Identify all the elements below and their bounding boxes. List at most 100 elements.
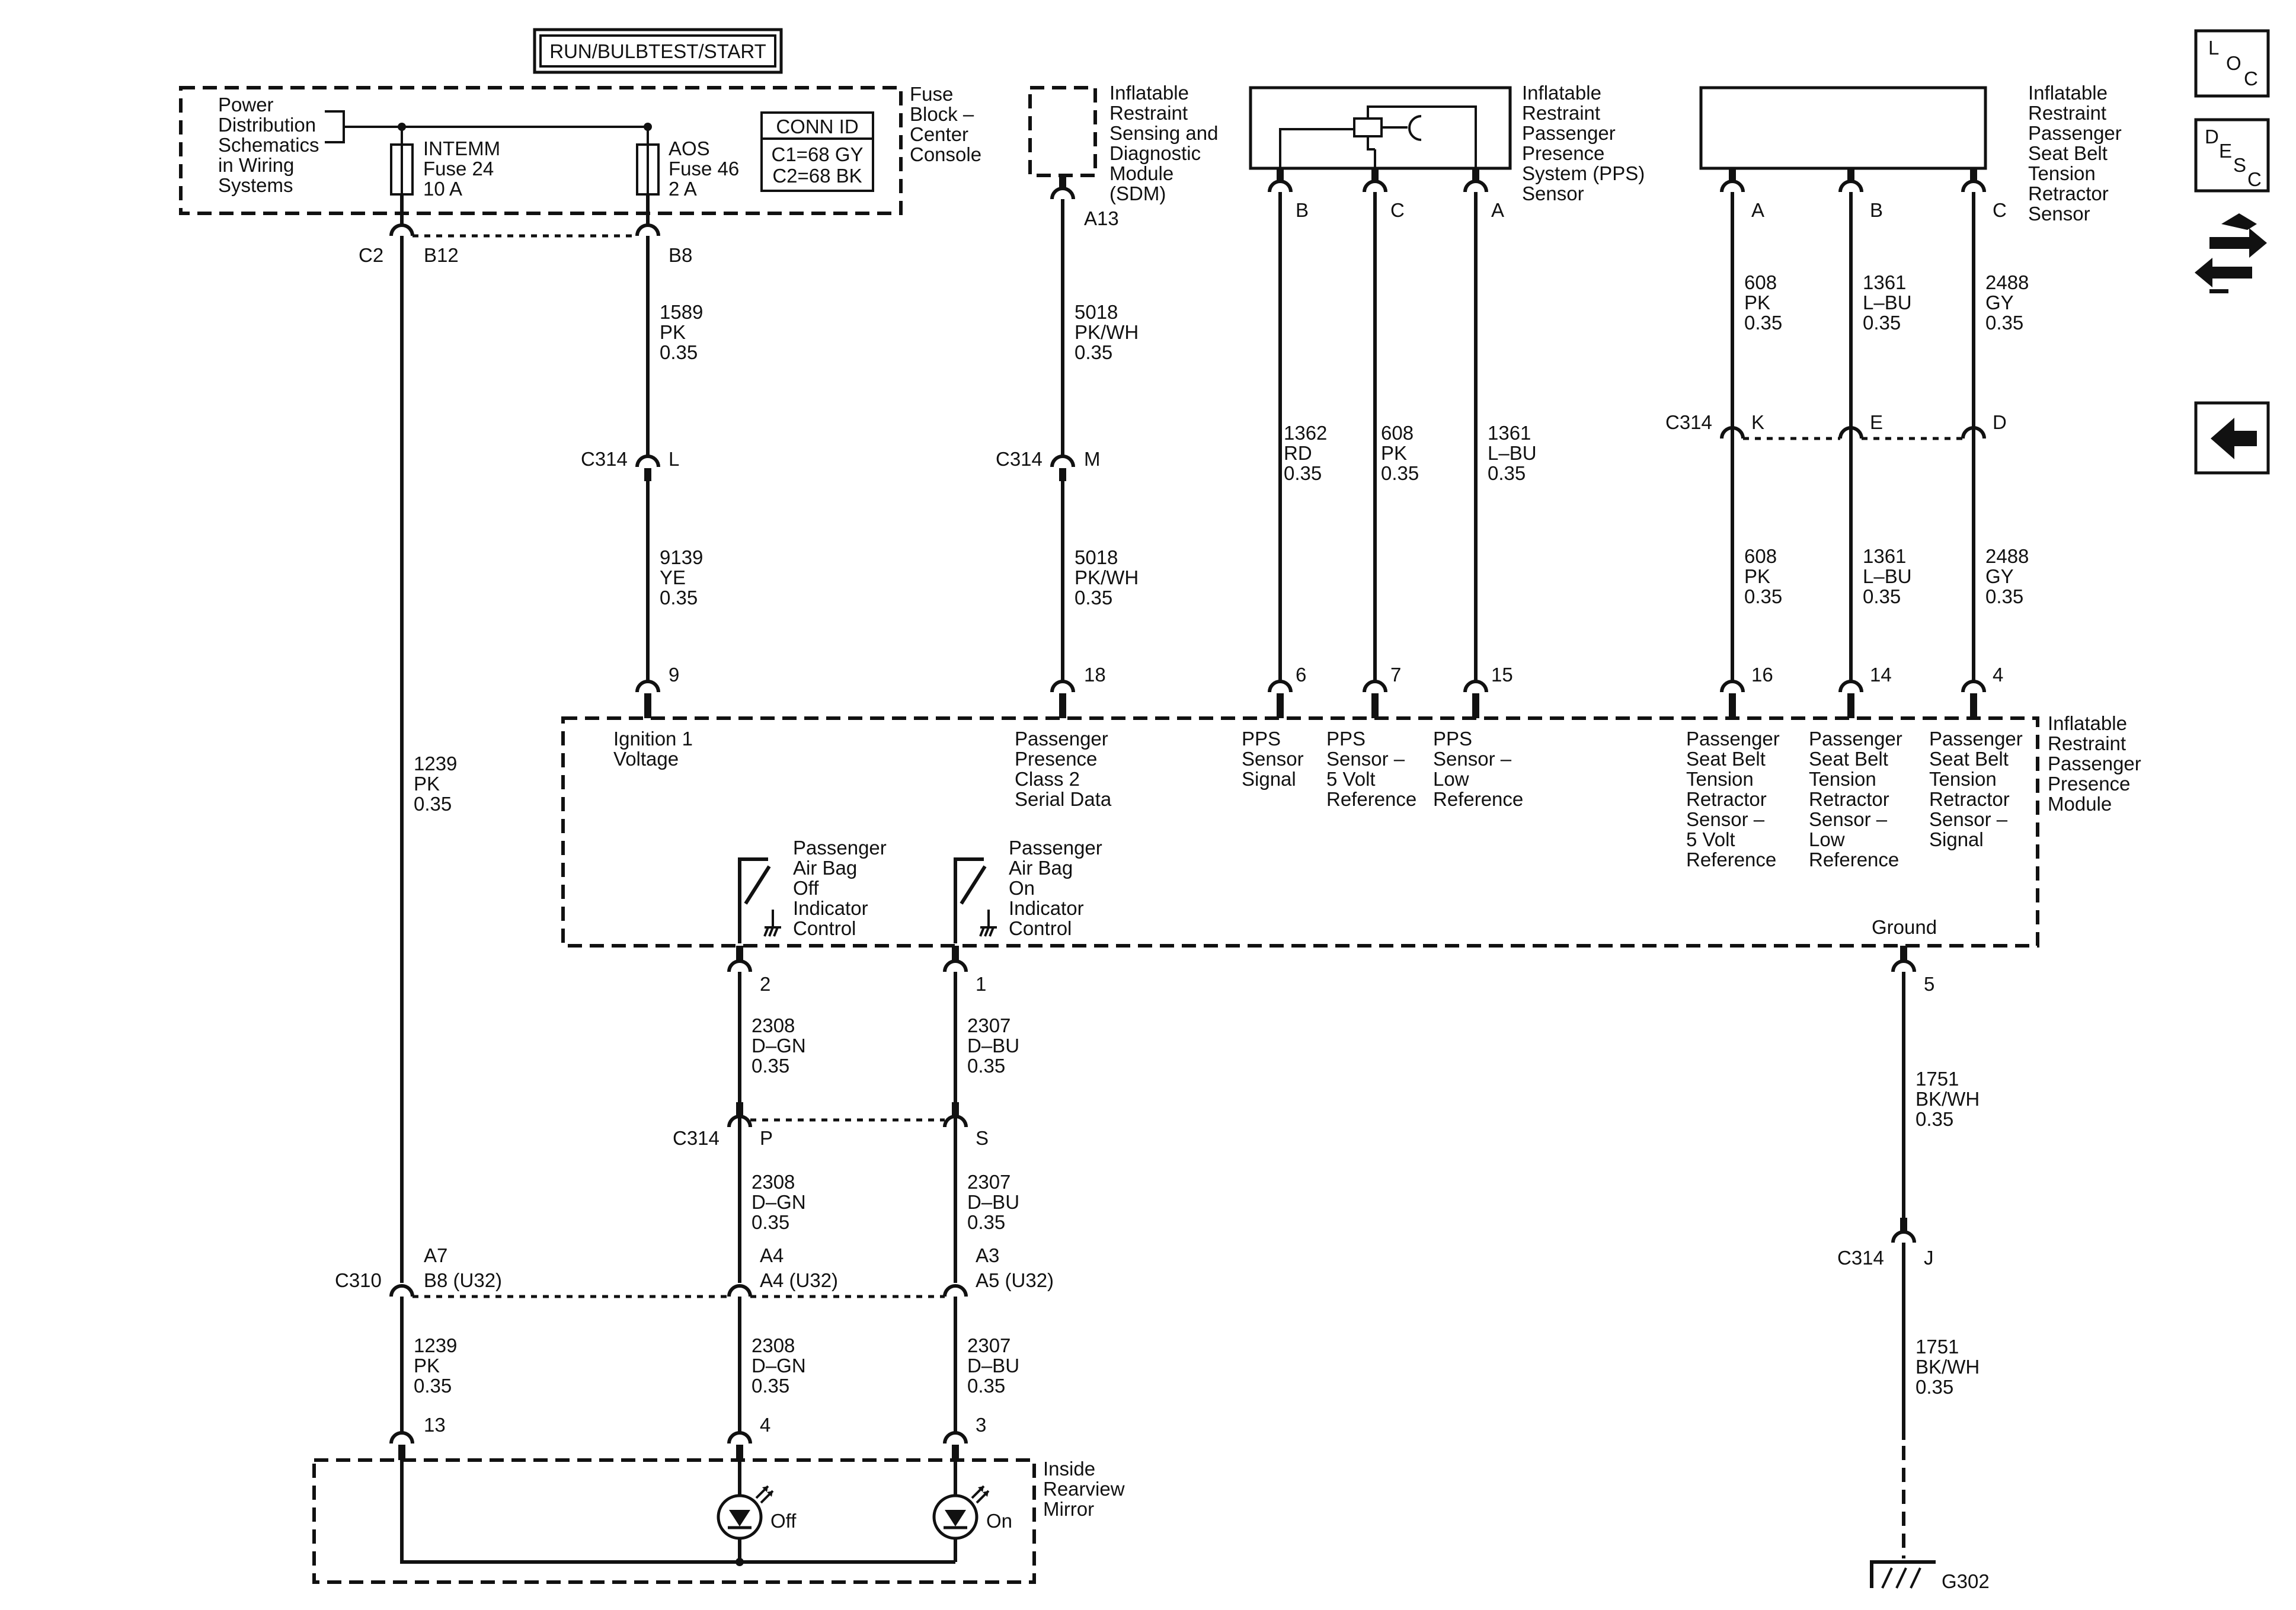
svg-text:P: P <box>760 1127 773 1149</box>
conn-id-box: CONN ID C1=68 GY C2=68 BK <box>760 111 874 192</box>
svg-text:15: 15 <box>1491 664 1513 686</box>
svg-text:L: L <box>669 448 679 470</box>
svg-text:Inside: Inside <box>1043 1458 1095 1480</box>
svg-text:B12: B12 <box>424 244 459 266</box>
svg-text:0.35: 0.35 <box>967 1375 1005 1397</box>
svg-text:13: 13 <box>424 1414 446 1436</box>
svg-text:Retractor: Retractor <box>2028 183 2109 204</box>
svg-text:INTEMM: INTEMM <box>423 137 500 159</box>
svg-text:Inflatable: Inflatable <box>1522 82 1601 104</box>
svg-text:B: B <box>1296 199 1309 221</box>
svg-text:Distribution: Distribution <box>218 114 316 136</box>
svg-text:Tension: Tension <box>2028 162 2096 184</box>
svg-text:0.35: 0.35 <box>1863 312 1901 334</box>
svg-text:GY: GY <box>1985 292 2014 313</box>
sbt-sensor: Inflatable Restraint Passenger Seat Belt… <box>1699 82 2122 225</box>
svg-text:S: S <box>2233 154 2246 176</box>
svg-text:Control: Control <box>793 917 856 939</box>
svg-text:Console: Console <box>910 143 981 165</box>
svg-text:0.35: 0.35 <box>967 1211 1005 1233</box>
svg-text:PK: PK <box>414 1355 440 1377</box>
sbt-pins: A B C <box>1720 168 2007 221</box>
connector-swap-icon[interactable] <box>2195 213 2267 293</box>
svg-text:B8: B8 <box>669 244 692 266</box>
svg-text:C2: C2 <box>359 244 383 266</box>
svg-text:Low: Low <box>1433 768 1469 790</box>
svg-text:1361: 1361 <box>1863 545 1906 567</box>
desc-button[interactable]: D E S C <box>2194 118 2270 193</box>
ground-g302: G302 <box>1870 1560 1990 1592</box>
svg-text:S: S <box>976 1127 989 1149</box>
svg-text:0.35: 0.35 <box>752 1211 789 1233</box>
svg-text:Inflatable: Inflatable <box>2028 82 2108 104</box>
svg-text:0.35: 0.35 <box>414 1375 452 1397</box>
svg-text:2488: 2488 <box>1985 545 2029 567</box>
svg-text:Reference: Reference <box>1433 788 1523 810</box>
svg-text:Mirror: Mirror <box>1043 1498 1094 1520</box>
svg-text:Voltage: Voltage <box>613 748 679 770</box>
svg-text:0.35: 0.35 <box>1985 312 2023 334</box>
svg-text:System (PPS): System (PPS) <box>1522 162 1645 184</box>
svg-text:0.35: 0.35 <box>1488 462 1526 484</box>
svg-text:Power: Power <box>218 94 274 116</box>
svg-text:Fuse: Fuse <box>910 83 953 105</box>
svg-text:Tension: Tension <box>1809 768 1876 790</box>
svg-text:5018: 5018 <box>1075 546 1118 568</box>
svg-text:PPS: PPS <box>1326 728 1366 750</box>
svg-text:G302: G302 <box>1942 1570 1990 1592</box>
svg-text:Schematics: Schematics <box>218 134 319 156</box>
svg-text:PPS: PPS <box>1242 728 1281 750</box>
svg-text:1239: 1239 <box>414 753 457 774</box>
svg-text:Retractor: Retractor <box>1929 788 2010 810</box>
svg-text:Signal: Signal <box>1242 768 1296 790</box>
svg-text:Systems: Systems <box>218 174 293 196</box>
loc-button[interactable]: L O C <box>2194 29 2270 98</box>
svg-text:Presence: Presence <box>2048 773 2130 795</box>
svg-text:0.35: 0.35 <box>1744 585 1782 607</box>
svg-text:Low: Low <box>1809 828 1845 850</box>
svg-text:Air Bag: Air Bag <box>793 857 857 879</box>
svg-text:2308: 2308 <box>752 1334 795 1356</box>
svg-text:1361: 1361 <box>1488 422 1531 444</box>
svg-text:A: A <box>1491 199 1504 221</box>
svg-text:C314: C314 <box>673 1127 720 1149</box>
svg-text:C: C <box>1993 199 2007 221</box>
back-arrow-icon <box>2211 418 2257 459</box>
svg-text:AOS: AOS <box>669 137 710 159</box>
svg-text:C: C <box>2244 68 2258 89</box>
svg-text:2 A: 2 A <box>669 178 697 200</box>
svg-text:Tension: Tension <box>1929 768 1997 790</box>
svg-text:L–BU: L–BU <box>1863 565 1912 587</box>
svg-text:BK/WH: BK/WH <box>1916 1088 1980 1110</box>
svg-text:0.35: 0.35 <box>1863 585 1901 607</box>
svg-text:0.35: 0.35 <box>1381 462 1419 484</box>
svg-text:PK: PK <box>1744 292 1770 313</box>
svg-text:in Wiring: in Wiring <box>218 154 294 176</box>
svg-text:On: On <box>986 1510 1012 1532</box>
svg-text:Module: Module <box>1109 162 1173 184</box>
pps-sensor: Inflatable Restraint Passenger Presence … <box>1249 82 1645 204</box>
back-button[interactable] <box>2194 401 2270 475</box>
svg-text:1239: 1239 <box>414 1334 457 1356</box>
svg-text:C314: C314 <box>1837 1247 1884 1269</box>
svg-text:On: On <box>1009 877 1035 899</box>
svg-text:Seat Belt: Seat Belt <box>1929 748 2009 770</box>
svg-text:0.35: 0.35 <box>967 1055 1005 1077</box>
svg-text:Diagnostic: Diagnostic <box>1109 142 1201 164</box>
svg-text:Sensor –: Sensor – <box>1433 748 1512 770</box>
svg-text:Sensor –: Sensor – <box>1686 808 1765 830</box>
svg-text:CONN ID: CONN ID <box>776 116 858 137</box>
sdm: Inflatable Restraint Sensing and Diagnos… <box>1028 82 1218 204</box>
svg-text:2307: 2307 <box>967 1334 1011 1356</box>
svg-text:9139: 9139 <box>660 546 703 568</box>
svg-text:5 Volt: 5 Volt <box>1326 768 1376 790</box>
svg-text:0.35: 0.35 <box>1916 1108 1953 1130</box>
svg-text:0.35: 0.35 <box>660 341 698 363</box>
svg-text:L–BU: L–BU <box>1863 292 1912 313</box>
svg-text:M: M <box>1084 448 1101 470</box>
svg-text:1751: 1751 <box>1916 1336 1959 1358</box>
svg-text:B8 (U32): B8 (U32) <box>424 1269 502 1291</box>
svg-text:Reference: Reference <box>1809 849 1899 870</box>
svg-text:A5 (U32): A5 (U32) <box>976 1269 1054 1291</box>
svg-text:GY: GY <box>1985 565 2014 587</box>
